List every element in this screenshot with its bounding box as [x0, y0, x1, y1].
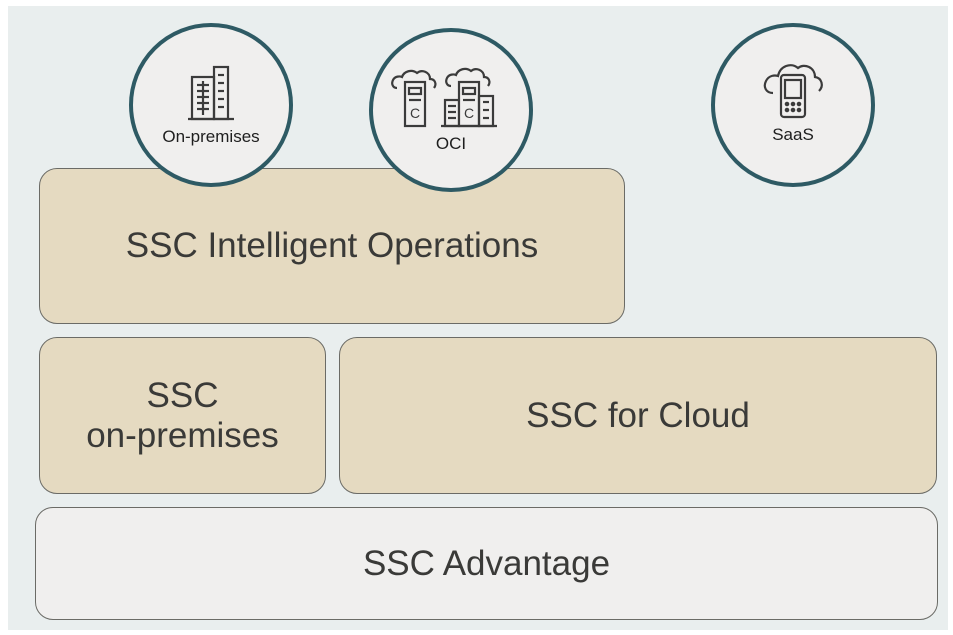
- ssc-on-premises-box: SSC on-premises: [39, 337, 326, 494]
- saas-label: SaaS: [772, 125, 814, 144]
- cloud-servers-icon: C C: [389, 60, 513, 130]
- ssc-for-cloud-box: SSC for Cloud: [339, 337, 937, 494]
- ssc-advantage-box: SSC Advantage: [35, 507, 938, 620]
- office-building-icon: [186, 53, 236, 123]
- ssc-intelligent-operations-box: SSC Intelligent Operations: [39, 168, 625, 324]
- oci-label: OCI: [435, 134, 467, 153]
- on-premises-circle: On-premises: [129, 23, 293, 187]
- ssc-for-cloud-label: SSC for Cloud: [526, 395, 750, 435]
- ssc-intelligent-operations-label: SSC Intelligent Operations: [125, 226, 539, 265]
- on-premises-label: On-premises: [162, 127, 260, 146]
- saas-circle: SaaS: [711, 23, 875, 187]
- ssc-advantage-label: SSC Advantage: [362, 543, 611, 583]
- svg-text:C: C: [464, 105, 474, 121]
- svg-text:C: C: [410, 105, 420, 121]
- ssc-on-premises-label: SSC on-premises: [86, 375, 279, 455]
- cloud-device-icon: [761, 51, 825, 121]
- oci-circle: C C OCI: [369, 28, 533, 192]
